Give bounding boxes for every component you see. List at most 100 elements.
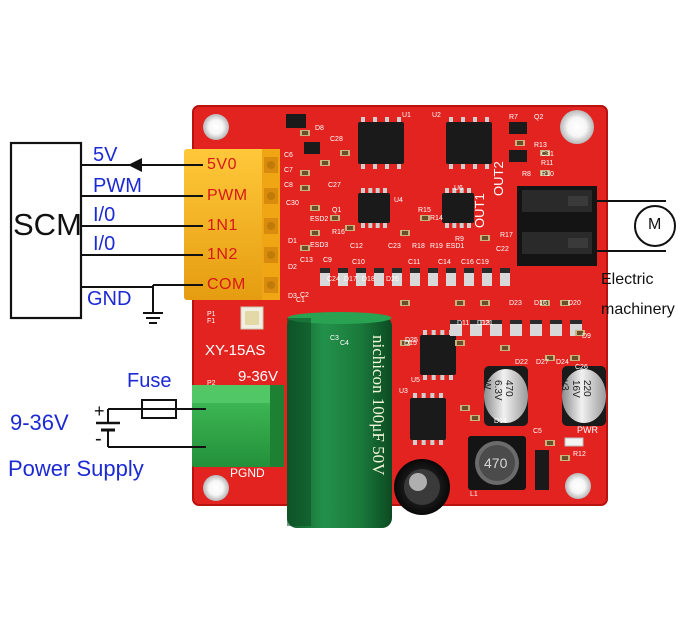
- diode-a-band-3: [374, 268, 384, 273]
- component-ref: D21: [480, 320, 493, 327]
- component-ref: D26: [386, 276, 399, 283]
- pin-label-io2: I/0: [93, 233, 116, 255]
- chip-label-u3: U3: [399, 388, 408, 395]
- board-voltage: 9-36V: [238, 368, 279, 385]
- component-ref: D1: [288, 238, 297, 245]
- smd-part-center-30: [562, 456, 568, 460]
- ic-pin-bottom-2-1: [452, 223, 457, 228]
- diode-a-body-8: [464, 268, 474, 286]
- input-terminal: [184, 149, 280, 300]
- component-ref: D8: [315, 125, 324, 132]
- ic-pin-top-2-1: [452, 188, 457, 193]
- terminal-screw-head-4: [267, 251, 275, 259]
- component-ref: D22: [515, 359, 528, 366]
- input-terminal-screws: [264, 157, 278, 293]
- ic-pin-bottom-1-1: [461, 164, 465, 169]
- smd-part-center-6: [322, 161, 328, 165]
- big-capacitor: [287, 312, 392, 528]
- ic-pin-top-2-3: [467, 188, 471, 193]
- component-ref: C4: [340, 340, 349, 347]
- output-terminal-bottom: [522, 232, 592, 254]
- ics: [286, 114, 527, 440]
- ic-pin-bottom-5-3: [439, 440, 443, 445]
- ic-pin-top-4-0: [423, 330, 427, 335]
- chip-label-u1: U1: [402, 112, 411, 119]
- terminal-label-com: COM: [207, 276, 246, 293]
- fuse-label: Fuse: [127, 370, 172, 392]
- component-ref: D2: [288, 264, 297, 271]
- ic-pin-top-0-0: [361, 117, 365, 122]
- ic-pin-bottom-3-3: [383, 223, 387, 228]
- smd-part-center-7: [342, 151, 348, 155]
- cap-220-mark: v3: [559, 380, 570, 391]
- component-ref: C28: [330, 136, 343, 143]
- component-ref: C22: [496, 246, 509, 253]
- small-black-capacitor: [394, 459, 450, 515]
- diode-b-band-1: [470, 320, 482, 324]
- component-ref: C19: [476, 259, 489, 266]
- terminal-label-1n1: 1N1: [207, 217, 238, 234]
- component-d8: [286, 114, 306, 128]
- pwr-label: PWR: [577, 425, 598, 435]
- ic-pin-top-5-3: [439, 393, 443, 398]
- ic-pin-bottom-1-0: [449, 164, 453, 169]
- terminal-label-pwm: PWM: [207, 187, 248, 204]
- ic-pin-bottom-0-1: [373, 164, 377, 169]
- component-ref: C10: [352, 259, 365, 266]
- external-wiring: [9, 141, 676, 448]
- terminal-label-5v0: 5V0: [207, 156, 237, 173]
- component-ref: C6: [284, 152, 293, 159]
- component-ref: D9: [582, 333, 591, 340]
- smd-part-center-20: [562, 301, 568, 305]
- component-ref: D14: [494, 418, 507, 425]
- component-ref: C8: [284, 182, 293, 189]
- smd-part-center-11: [422, 216, 428, 220]
- terminal-screw-head-3: [267, 222, 275, 230]
- diode-a-band-9: [482, 268, 492, 273]
- arrow-5v: [128, 158, 142, 172]
- motor-symbol-label: M: [648, 216, 662, 233]
- ic-pin-bottom-2-3: [467, 223, 471, 228]
- ic-pin-bottom-5-2: [430, 440, 435, 445]
- ic-pin-bottom-5-1: [421, 440, 426, 445]
- chip-label-u2: U2: [432, 112, 441, 119]
- cap-470-text: 470 6.3V W: [481, 380, 514, 401]
- power-terminal-side: [270, 385, 284, 467]
- diode-a-band-6: [428, 268, 438, 273]
- electric-label-line1: Electric: [601, 271, 654, 288]
- component-ref: D23: [509, 300, 522, 307]
- diode-a-body-1: [338, 268, 348, 286]
- component-ref: C31: [541, 151, 554, 158]
- component-ref: D27: [536, 359, 549, 366]
- component-ref: C24: [327, 276, 340, 283]
- component-ref: D18: [362, 276, 375, 283]
- ic-pin-top-1-2: [473, 117, 477, 122]
- ic-pin-top-0-2: [385, 117, 389, 122]
- board-fuse-center: [245, 311, 259, 325]
- diode-a-body-0: [320, 268, 330, 286]
- ic-pin-bottom-4-3: [449, 375, 453, 380]
- pin-label-pwm: PWM: [93, 175, 142, 197]
- component-ref: C14: [438, 259, 451, 266]
- component-ref: R14: [430, 215, 443, 222]
- supply-voltage: 9-36V: [10, 410, 69, 435]
- ic-pin-top-3-0: [361, 188, 365, 193]
- diode-rows: [300, 130, 585, 461]
- smd-part-center-27: [472, 416, 478, 420]
- component-ref: ESD3: [310, 242, 329, 249]
- component-ref: Q1: [332, 207, 342, 214]
- big-capacitor-body: [287, 316, 392, 528]
- output-terminal: [517, 186, 597, 266]
- ic-u3: [410, 398, 446, 440]
- smd-part-center-21: [577, 331, 583, 335]
- component-ref: C11: [408, 259, 421, 266]
- component-ref: R19: [430, 243, 443, 250]
- diode-b-band-5: [550, 320, 562, 324]
- component-ref: R7: [509, 114, 518, 121]
- power-terminal-body: [192, 385, 284, 467]
- electric-label-line2: machinery: [601, 301, 675, 318]
- pgnd-label: PGND: [230, 466, 265, 480]
- component-ref: C23: [388, 243, 401, 250]
- diode-a-band-7: [446, 268, 456, 273]
- cap-220-text: 220 16V v3: [559, 380, 592, 398]
